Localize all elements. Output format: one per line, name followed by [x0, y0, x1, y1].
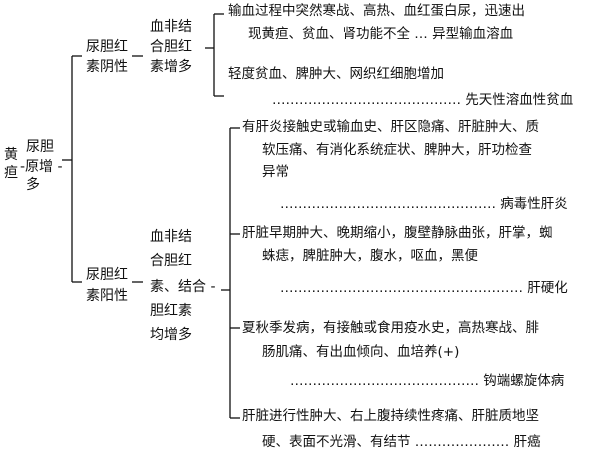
negative-sub-line3: 素增多 [150, 59, 192, 75]
negative-label-line2: 素阴性 [86, 59, 128, 75]
negative-sub-line1: 血非结 [150, 19, 192, 35]
positive-sub-line4: 胆红素 [150, 303, 192, 319]
pos-item3-line1: 夏秋季发病，有接触或食用疫水史，高热寒战、腓 [242, 320, 539, 336]
negative-label-line1: 尿胆红 [86, 39, 128, 55]
root-label-line1: 黄 [4, 147, 18, 163]
pos-item2-result: ……………………………………………… 肝硬化 [280, 280, 568, 296]
positive-label-line2: 素阳性 [86, 288, 128, 304]
positive-label-line1: 尿胆红 [86, 267, 128, 283]
positive-sub-line2: 合胆红 [150, 253, 192, 269]
pos-item4-line2: 硬、表面不光滑、有结节 ………………… 肝癌 [262, 434, 541, 450]
pos-item1-result: ………………………………………… 病毒性肝炎 [280, 196, 568, 212]
branch-label-line1: 尿胆 [26, 139, 54, 155]
pos-item2-line2: 蛛痣，脾脏肿大，腹水，呕血，黑便 [262, 248, 478, 264]
positive-sub-line1: 血非结 [150, 229, 192, 245]
pos-item1-line1: 有肝炎接触史或输血史、肝区隐痛、肝脏肿大、质 [242, 119, 539, 135]
neg-item2-line1: 轻度贫血、脾肿大、网织红细胞增加 [228, 66, 444, 82]
branch-label-line2: -原增 - [20, 159, 63, 175]
pos-item3-result: …………………………………… 钩端螺旋体病 [290, 373, 565, 389]
neg-item1-line2: 现黄疸、贫血、肾功能不全 … 异型输血溶血 [248, 26, 514, 42]
root-label-line2: 疸 [4, 165, 18, 181]
pos-item1-line3: 异常 [262, 164, 289, 180]
neg-item1-line1: 输血过程中突然寒战、高热、血红蛋白尿，迅速出 [228, 3, 525, 19]
pos-item2-line1: 肝脏早期肿大、晚期缩小，腹壁静脉曲张，肝掌，蜘 [242, 225, 553, 241]
neg-item2-result: …………………………………… 先天性溶血性贫血 [272, 92, 574, 108]
negative-sub-line2: 合胆红 [150, 39, 192, 55]
positive-sub-line3: 素、结合 - [150, 279, 216, 295]
positive-sub-line5: 均增多 [150, 327, 192, 343]
branch-label-line3: 多 [26, 177, 40, 193]
pos-item3-line2: 肠肌痛、有出血倾向、血培养(+) [262, 344, 460, 360]
pos-item1-line2: 软压痛、有消化系统症状、脾肿大，肝功检查 [262, 142, 532, 158]
pos-item4-line1: 肝脏进行性肿大、右上腹持续性疼痛、肝脏质地坚 [242, 408, 539, 424]
